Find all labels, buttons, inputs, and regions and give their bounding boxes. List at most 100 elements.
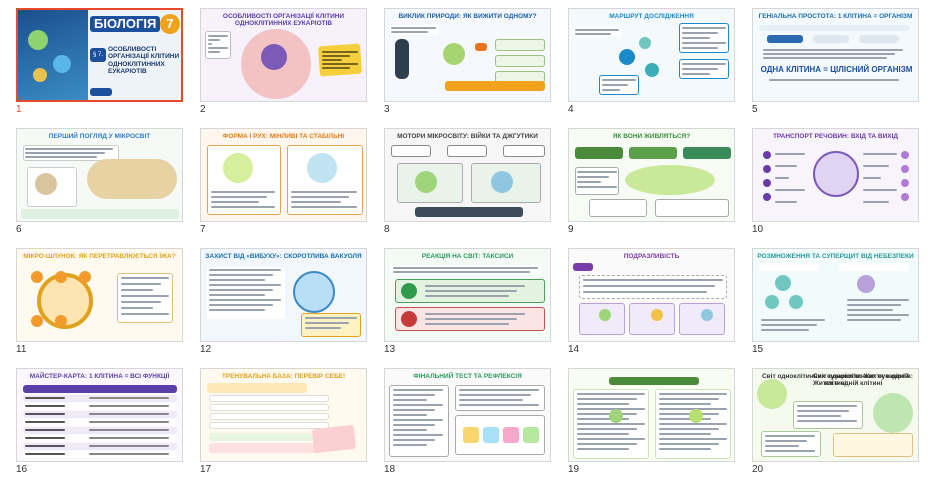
slide-preview[interactable]: ТРЕНУВАЛЬНА БАЗА: ПЕРЕВІР СЕБЕ! — [200, 368, 367, 462]
text-line — [682, 42, 726, 44]
gear-icon — [619, 49, 635, 65]
slide-thumbnail-18[interactable]: ФІНАЛЬНИЙ ТЕСТ ТА РЕФЛЕКСІЯ 18 — [384, 368, 551, 475]
step-marker — [55, 271, 67, 283]
slide-thumbnail-3[interactable]: ВИКЛИК ПРИРОДИ: ЯК ВИЖИТИ ОДНОМУ? 3 — [384, 8, 551, 115]
info-card — [833, 433, 913, 457]
slide-thumbnail-19[interactable]: 19 — [568, 368, 735, 475]
slide-preview[interactable]: МІКРО-ШЛУНОК: ЯК ПЕРЕТРАВЛЮЄТЬСЯ ЇЖА? — [16, 248, 183, 342]
slide-preview[interactable]: ФОРМА І РУХ: МІНЛИВІ ТА СТАБІЛЬНІ — [200, 128, 367, 222]
text-line — [763, 57, 887, 59]
slide-number: 18 — [384, 464, 396, 475]
text-line — [209, 299, 281, 301]
slide-preview[interactable]: ГЕНІАЛЬНА ПРОСТОТА: 1 КЛІТИНА = ОРГАНІЗМ… — [752, 8, 919, 102]
molecule-icon — [901, 193, 909, 201]
slide-preview[interactable]: ОСОБЛИВОСТІ ОРГАНІЗАЦІЇ КЛІТИНИ ОДНОКЛІТ… — [200, 8, 367, 102]
slide-preview[interactable]: РОЗМНОЖЕННЯ ТА СУПЕРЩИТ ВІД НЕБЕЗПЕКИ — [752, 248, 919, 342]
slide-thumbnail-9[interactable]: ЯК ВОНИ ЖИВЛЯТЬСЯ? 9 — [568, 128, 735, 235]
text-line — [459, 389, 539, 391]
text-line — [209, 289, 273, 291]
text-line — [322, 59, 342, 61]
slide-preview[interactable]: ТРАНСПОРТ РЕЧОВИН: ВХІД ТА ВИХІД — [752, 128, 919, 222]
molecule-icon — [901, 165, 909, 173]
tab-item — [813, 35, 849, 43]
text-line — [577, 393, 645, 395]
slide-thumbnail-5[interactable]: ГЕНІАЛЬНА ПРОСТОТА: 1 КЛІТИНА = ОРГАНІЗМ… — [752, 8, 919, 115]
molecule-icon — [763, 151, 771, 159]
sticky-note — [483, 427, 499, 443]
slide-preview[interactable]: МАРШРУТ ДОСЛІДЖЕННЯ — [568, 8, 735, 102]
slide-title: Світ одноклітинних еукаріотів: Життя в о… — [813, 373, 913, 388]
text-line — [682, 63, 726, 65]
slide-thumbnail-11[interactable]: МІКРО-ШЛУНОК: ЯК ПЕРЕТРАВЛЮЄТЬСЯ ЇЖА?11 — [16, 248, 183, 355]
quiz-row — [209, 413, 329, 420]
slide-number: 20 — [752, 464, 764, 475]
slide-title: МАЙСТЕР-КАРТА: 1 КЛІТИНА = ВСІ ФУНКЦІЇ — [29, 373, 170, 380]
worksheet-header — [609, 377, 699, 385]
step-marker — [55, 315, 67, 327]
text-line — [602, 79, 636, 81]
slide-thumbnail-17[interactable]: ТРЕНУВАЛЬНА БАЗА: ПЕРЕВІР СЕБЕ!17 — [200, 368, 367, 475]
text-line — [425, 290, 517, 292]
slide-title: ФІНАЛЬНИЙ ТЕСТ ТА РЕФЛЕКСІЯ — [413, 373, 522, 380]
slide-preview[interactable]: ПОДРАЗЛИВІСТЬ — [568, 248, 735, 342]
text-line — [121, 313, 169, 315]
slide-preview[interactable]: МАЙСТЕР-КАРТА: 1 КЛІТИНА = ВСІ ФУНКЦІЇ — [16, 368, 183, 462]
euglena-illustration — [415, 171, 437, 193]
slide-preview[interactable]: Світ одноклітинних еукаріотів: Життя в о… — [752, 368, 919, 462]
text-line — [847, 304, 901, 306]
text-line — [659, 393, 727, 395]
text-line — [393, 434, 443, 436]
text-line — [209, 274, 273, 276]
slide-number: 2 — [200, 104, 206, 115]
cell-illustration — [443, 43, 465, 65]
slide-preview[interactable]: ЗАХИСТ ВІД «ВИБУХУ»: СКОРОТЛИВА ВАКУОЛЯ — [200, 248, 367, 342]
slide-preview[interactable] — [568, 368, 735, 462]
slide-title: МАРШРУТ ДОСЛІДЖЕННЯ — [609, 13, 694, 20]
text-line — [425, 285, 525, 287]
slide-number: 16 — [16, 464, 28, 475]
text-line — [769, 79, 899, 81]
text-line — [583, 285, 715, 287]
slide-preview[interactable]: МОТОРИ МІКРОСВІТУ: ВІЙКИ ТА ДЖГУТИКИ — [384, 128, 551, 222]
text-line — [393, 439, 435, 441]
text-line — [393, 404, 443, 406]
slide-thumbnail-2[interactable]: ОСОБЛИВОСТІ ОРГАНІЗАЦІЇ КЛІТИНИ ОДНОКЛІТ… — [200, 8, 367, 115]
text-line — [305, 327, 341, 329]
slide-number: 9 — [568, 224, 574, 235]
text-line — [322, 63, 358, 65]
text-line — [121, 307, 153, 309]
molecule-icon — [763, 165, 771, 173]
slide-preview[interactable]: ФІНАЛЬНИЙ ТЕСТ ТА РЕФЛЕКСІЯ — [384, 368, 551, 462]
slide-thumbnail-16[interactable]: МАЙСТЕР-КАРТА: 1 КЛІТИНА = ВСІ ФУНКЦІЇ 16 — [16, 368, 183, 475]
sticky-note — [311, 424, 357, 454]
slide-thumbnail-20[interactable]: Світ одноклітинних еукаріотів: Життя в о… — [752, 368, 919, 475]
text-line — [393, 409, 435, 411]
option-card — [503, 145, 545, 157]
text-line — [121, 283, 161, 285]
text-block — [389, 25, 439, 35]
category-chip — [683, 147, 731, 159]
slide-preview[interactable]: РЕАКЦІЯ НА СВІТ: ТАКСИСИ — [384, 248, 551, 342]
text-line — [583, 291, 707, 293]
text-line — [761, 319, 825, 321]
slide-number: 3 — [384, 104, 390, 115]
text-line — [682, 32, 718, 34]
vacuole-illustration — [293, 271, 335, 313]
slide-number: 5 — [752, 104, 758, 115]
slide-preview[interactable]: ПЕРШИЙ ПОГЛЯД У МІКРОСВІТ — [16, 128, 183, 222]
text-line — [761, 329, 809, 331]
slide-preview[interactable]: ВИКЛИК ПРИРОДИ: ЯК ВИЖИТИ ОДНОМУ? — [384, 8, 551, 102]
text-line — [25, 148, 113, 150]
slide-preview[interactable]: ЯК ВОНИ ЖИВЛЯТЬСЯ? — [568, 128, 735, 222]
